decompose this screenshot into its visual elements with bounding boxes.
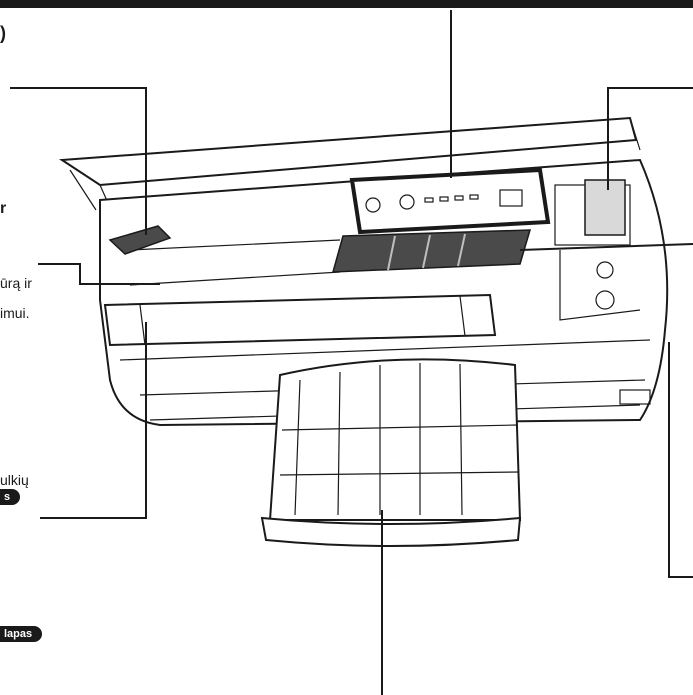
side-cover <box>584 179 626 236</box>
callout-body-right <box>668 342 693 578</box>
callout-purifying-filter <box>519 243 693 251</box>
callout-louver <box>40 322 147 519</box>
title-fragment: ) <box>0 23 6 43</box>
text-fragment-line-3: ulkių <box>0 472 29 488</box>
text-fragment-line-1: ūrą ir <box>0 275 32 291</box>
callout-lines <box>10 10 693 695</box>
air-filter <box>260 358 522 547</box>
section-tag-2: lapas <box>0 626 43 642</box>
filter-clip <box>108 225 172 255</box>
callout-unit-body <box>38 263 160 285</box>
section-tag-1: s <box>0 489 21 505</box>
horizontal-louver <box>103 293 497 347</box>
control-panel <box>349 167 551 235</box>
bold-text-fragment: r <box>0 200 7 217</box>
top-border <box>0 0 693 8</box>
air-purifying-filter <box>332 229 532 273</box>
callout-filter-clip <box>10 87 147 235</box>
text-fragment-line-2: imui. <box>0 305 30 321</box>
callout-side-cover <box>607 87 693 190</box>
